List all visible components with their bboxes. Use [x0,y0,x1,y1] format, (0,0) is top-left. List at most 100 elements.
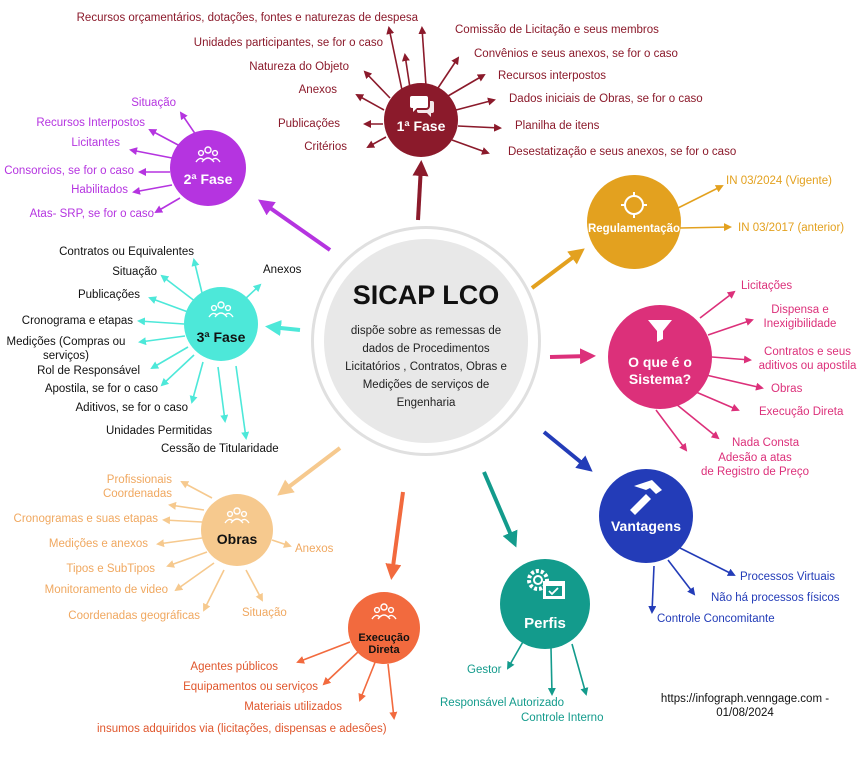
spoke-sistema [707,318,754,336]
spoke-fase3 [191,258,204,298]
fase1-item: Recursos orçamentários, dotações, fontes… [76,12,418,24]
spoke-fase3 [160,354,195,387]
fase1-item: Convênios e seus anexos, se for o caso [474,48,678,60]
arrow-to-execucao [385,491,405,580]
spoke-fase1 [366,136,387,148]
node-perfis-circle [500,559,590,649]
crosshair-icon [621,192,647,218]
group-icon [371,603,397,620]
spoke-fase1 [451,139,490,155]
spoke-fase1 [418,26,427,87]
spoke-fase3 [160,274,197,303]
spoke-obras [203,569,225,612]
spoke-sistema [655,409,688,452]
node-regulamentacao-title[interactable]: Regulamentação [587,223,681,235]
center-description: dispõe sobre as remessas de dados de Pro… [345,325,507,409]
spoke-perfis [507,639,525,670]
sistema-item: Execução Direta [759,406,844,418]
fase2-item: Consorcios, se for o caso [4,165,134,177]
node-vantagens-circle [599,469,693,563]
fase1-item: Desestatização e seus anexos, se for o c… [508,146,737,158]
item-connectors [129,26,764,720]
center-hub [324,239,528,443]
credit-line-1: https://infograph.venngage.com - [660,693,830,705]
fase3-item: Situação [112,266,157,278]
fase3-item: Cessão de Titularidade [161,443,279,455]
arrow-to-vantagens [542,430,593,472]
sistema-item: Obras [771,383,803,395]
fase1-item: Critérios [304,141,347,153]
fase3-item: Anexos [263,264,302,276]
execucao-item: Equipamentos ou serviços [183,681,318,693]
spoke-sistema [675,403,720,440]
spoke-fase3 [148,296,189,313]
sistema-item: Adesão a atas de Registro de Preço [700,452,810,478]
fase3-item: Unidades Permitidas [106,425,213,437]
sistema-item: Nada Consta [732,437,800,449]
main-connectors [258,160,596,580]
spoke-regulamentacao [679,223,732,232]
hammer-icon [630,480,662,515]
arrow-to-sistema [549,348,596,365]
group-icon [208,301,234,318]
fase3-item: Contratos ou Equivalentes [59,246,194,258]
sistema-item: Licitações [741,280,793,292]
obras-item: Anexos [295,543,334,555]
arrow-to-perfis [482,471,518,548]
spoke-obras [166,551,208,568]
node-execucao-title[interactable]: Execução Direta [358,632,410,656]
spoke-execucao [387,663,398,720]
regulamentacao-item: IN 03/2024 (Vigente) [726,175,832,187]
topic-nodes [170,83,712,664]
spoke-fase3 [217,366,229,423]
regulamentacao-item: IN 03/2017 (anterior) [738,222,845,234]
spoke-fase3 [138,335,186,346]
fase3-item: Apostila, se for o caso [44,383,158,395]
spoke-obras [245,569,263,602]
obras-item: Monitoramento de video [44,584,168,596]
node-sistema-circle [608,305,712,409]
obras-item: Medições e anexos [48,538,148,550]
execucao-item: insumos adquiridos via (licitações, disp… [97,723,387,735]
spoke-sistema [695,391,740,412]
fase1-item: Planilha de itens [515,120,600,132]
node-obras-circle [201,494,273,566]
filter-icon [648,320,672,342]
node-fase1-title[interactable]: 1ª Fase [396,118,446,134]
fase1-item: Anexos [298,84,337,96]
fase3-item: Cronograma e etapas [21,315,133,327]
node-fase3-title[interactable]: 3ª Fase [196,329,246,345]
execucao-item: Agentes públicos [190,661,278,673]
spoke-fase1 [386,26,403,91]
node-fase2-circle [170,130,246,206]
spoke-obras [271,539,292,548]
spoke-obras [162,516,203,525]
fase2-item: Atas- SRP, se for o caso [29,208,154,220]
node-fase2-title[interactable]: 2ª Fase [183,171,233,187]
source-credit: https://infograph.venngage.com - 01/08/2… [650,692,840,720]
credit-line-2: 01/08/2024 [716,707,774,719]
node-fase1-circle [384,83,458,157]
spoke-fase1 [455,97,496,111]
spoke-fase3 [137,317,185,326]
obras-item: Profissionais Coordenadas [102,474,172,500]
spoke-execucao [322,651,359,686]
node-perfis-title[interactable]: Perfis [524,615,566,632]
fase1-item: Publicações [277,118,340,130]
fase3-item: Rol de Responsável [37,365,140,377]
node-obras-title[interactable]: Obras [216,531,258,547]
vantagens-item: Controle Concomitante [657,613,775,625]
spoke-execucao [296,641,351,664]
spoke-perfis [547,647,556,696]
obras-item: Cronogramas e suas etapas [13,513,158,525]
perfis-item: Controle Interno [521,712,604,724]
node-sistema-title[interactable]: O que é o Sistema? [628,354,692,387]
fase2-item: Recursos Interpostos [36,117,145,129]
fase3-item: Aditivos, se for o caso [75,402,189,414]
spoke-fase1 [355,94,385,111]
spoke-fase1 [401,53,411,89]
spoke-fase3 [150,346,189,370]
spoke-obras [174,562,215,592]
node-vantagens-title[interactable]: Vantagens [610,518,682,534]
